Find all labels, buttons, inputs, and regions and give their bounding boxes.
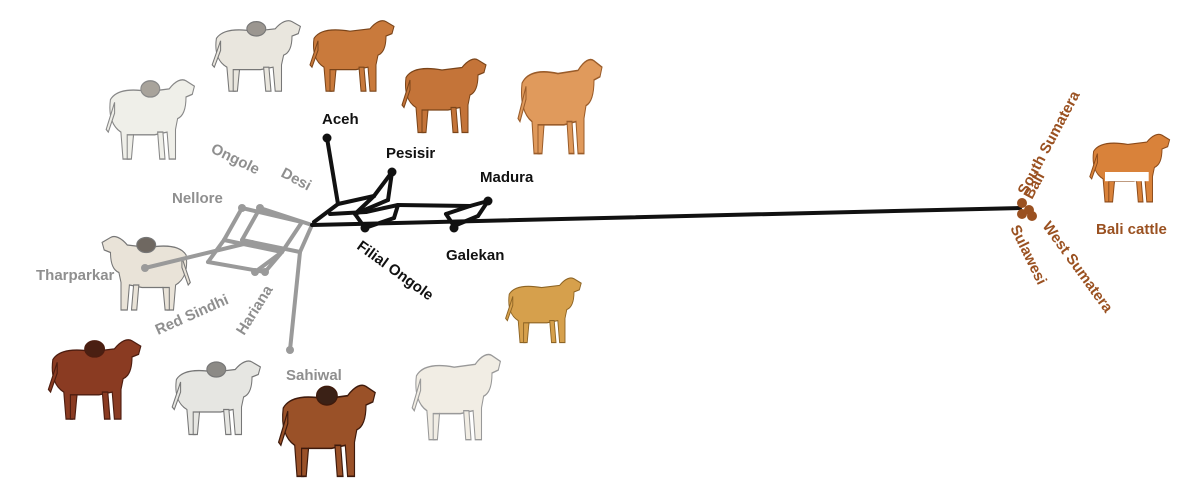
label-hariana: Hariana [233, 282, 277, 338]
label-madura: Madura [480, 169, 534, 186]
cattle-illustration-icon [506, 278, 582, 343]
cattle-illustration-icon [106, 80, 194, 159]
label-nellore: Nellore [172, 190, 223, 207]
label-sahiwal: Sahiwal [286, 367, 342, 384]
cattle-illustration-icon [48, 340, 140, 419]
cattle-illustration-icon [1090, 134, 1170, 202]
label-bali-cattle: Bali cattle [1096, 221, 1167, 238]
cattle-illustration-icon [212, 21, 300, 92]
cattle-illustration-icon [518, 60, 602, 154]
label-galekan: Galekan [446, 247, 504, 264]
cattle-illustration-icon [310, 21, 394, 92]
label-aceh: Aceh [322, 111, 359, 128]
label-filial-ongole: Filial Ongole [354, 237, 437, 304]
cattle-illustration-icon [412, 355, 500, 440]
label-desi: Desi [278, 165, 314, 195]
label-ongole: Ongole [208, 140, 262, 178]
label-south-sumatera: South Sumatera [1015, 88, 1084, 198]
cattle-illustration-icon [172, 361, 260, 434]
label-pesisir: Pesisir [386, 145, 435, 162]
cattle-illustration-icon [402, 59, 486, 132]
cattle-illustration-icon [102, 237, 190, 310]
label-tharparkar: Tharparkar [36, 267, 115, 284]
cattle-illustration-icon [279, 385, 376, 476]
